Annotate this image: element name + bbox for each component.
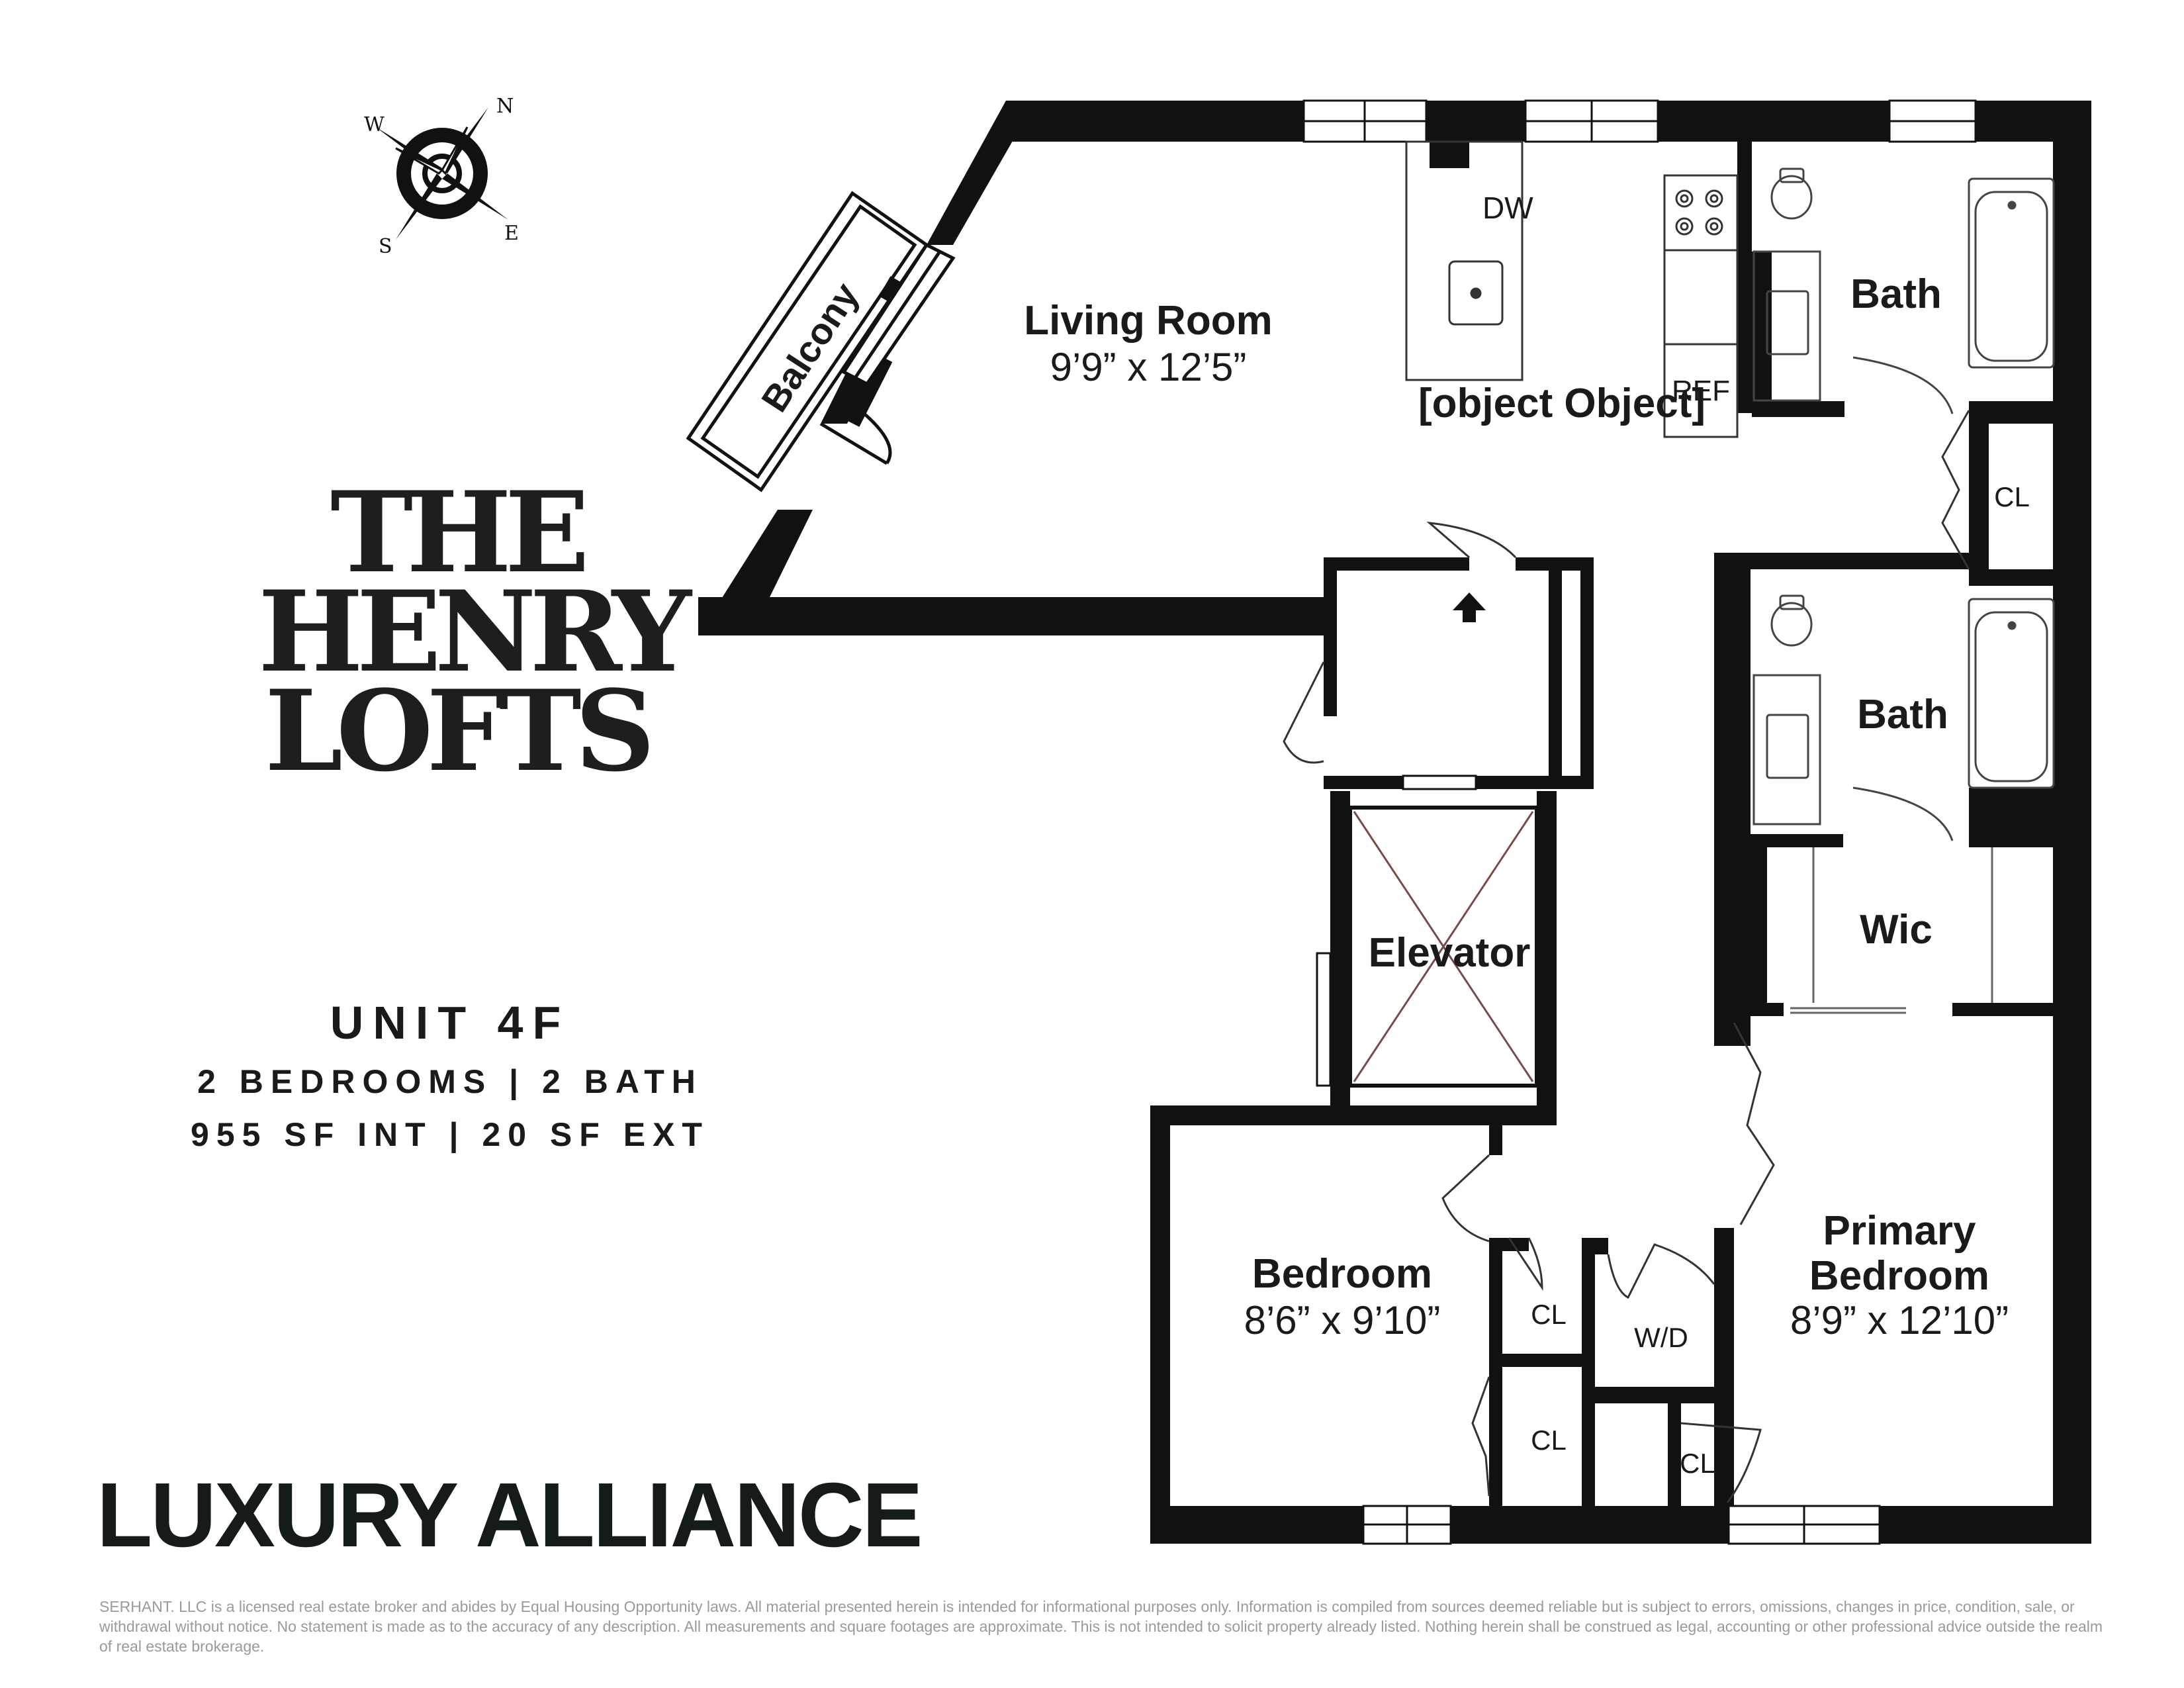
legal-disclaimer: SERHANT. LLC is a licensed real estate b… bbox=[99, 1598, 2103, 1655]
bath-mid-label: Bath bbox=[1857, 692, 1948, 737]
bathtub-icon bbox=[1968, 177, 2055, 369]
primary-bedroom-label-2: Bedroom bbox=[1809, 1253, 1989, 1299]
bath-mid-fixtures bbox=[1752, 594, 2055, 841]
sink-icon bbox=[1448, 260, 1504, 326]
windows bbox=[1302, 99, 1977, 1545]
bedroom-dims: 8’6” x 9’10” bbox=[1244, 1298, 1441, 1342]
compass-rose-icon: N E S W bbox=[364, 95, 519, 258]
kitchen-fixtures bbox=[1405, 140, 1739, 438]
vanity bbox=[1752, 250, 1821, 402]
balcony bbox=[686, 191, 956, 492]
bedroom-label: Bedroom bbox=[1252, 1251, 1432, 1297]
wic-shelves bbox=[1790, 847, 1993, 1014]
primary-bedroom-dims: 8’9” x 12’10” bbox=[1790, 1298, 2009, 1342]
compass-n-label: N bbox=[496, 95, 514, 118]
closet-bed1-label: CL bbox=[1531, 1299, 1567, 1330]
bath-top-fixtures bbox=[1752, 167, 2055, 414]
vanity-2 bbox=[1752, 674, 1821, 825]
kitchen-island bbox=[1405, 140, 1524, 381]
toilet-tank-icon-2 bbox=[1779, 594, 1805, 610]
kitchen-counter bbox=[1663, 174, 1739, 438]
dishwasher-label: DW bbox=[1482, 191, 1533, 225]
room-labels: Living Room 9’9” x 12’5” Balcony DW [obj… bbox=[753, 191, 2030, 1479]
refrigerator-label: REF bbox=[1672, 375, 1730, 407]
bath-sink-icon-2 bbox=[1766, 714, 1809, 779]
bathtub-icon-2 bbox=[1968, 598, 2055, 789]
unit-square-footage: 955 SF INT | 20 SF EXT bbox=[191, 1116, 709, 1153]
brand-title-line-1: THE bbox=[330, 467, 590, 598]
primary-bedroom-label-1: Primary bbox=[1823, 1208, 1976, 1254]
laundry-label: W/D bbox=[1634, 1322, 1688, 1353]
living-room-dims: 9’9” x 12’5” bbox=[1050, 345, 1247, 389]
compass-w-label: W bbox=[364, 113, 385, 136]
closet-bed2-label: CL bbox=[1531, 1425, 1567, 1456]
elevator-car bbox=[1348, 806, 1539, 1088]
wic-label: Wic bbox=[1860, 907, 1933, 953]
toilet-icon-2 bbox=[1770, 602, 1813, 647]
toilet-tank-icon bbox=[1779, 167, 1805, 183]
brand-title-line-3: LOFTS bbox=[264, 665, 655, 796]
living-room-label: Living Room bbox=[1024, 298, 1272, 344]
compass-e-label: E bbox=[504, 222, 519, 245]
bath-sink-icon bbox=[1766, 290, 1809, 355]
unit-bedrooms-baths: 2 BEDROOMS | 2 BATH bbox=[197, 1063, 703, 1100]
compass-s-label: S bbox=[379, 235, 392, 258]
toilet-icon bbox=[1770, 175, 1813, 220]
brand-title-line-2: HENRY bbox=[258, 566, 692, 697]
elevator-label: Elevator bbox=[1369, 930, 1531, 976]
kitchen-label: [object Object] bbox=[1418, 381, 1706, 426]
bath-top-label: Bath bbox=[1850, 271, 1942, 317]
walls bbox=[698, 101, 2091, 1544]
door-swings bbox=[1283, 410, 1970, 1503]
luxury-alliance-logo: LUXURY ALLIANCE bbox=[97, 1464, 923, 1566]
entry-arrow-icon bbox=[1453, 592, 1486, 622]
hall-closet-label: CL bbox=[1994, 481, 2030, 512]
unit-title: UNIT 4F bbox=[330, 997, 570, 1049]
closet-primary-label: CL bbox=[1680, 1448, 1715, 1479]
